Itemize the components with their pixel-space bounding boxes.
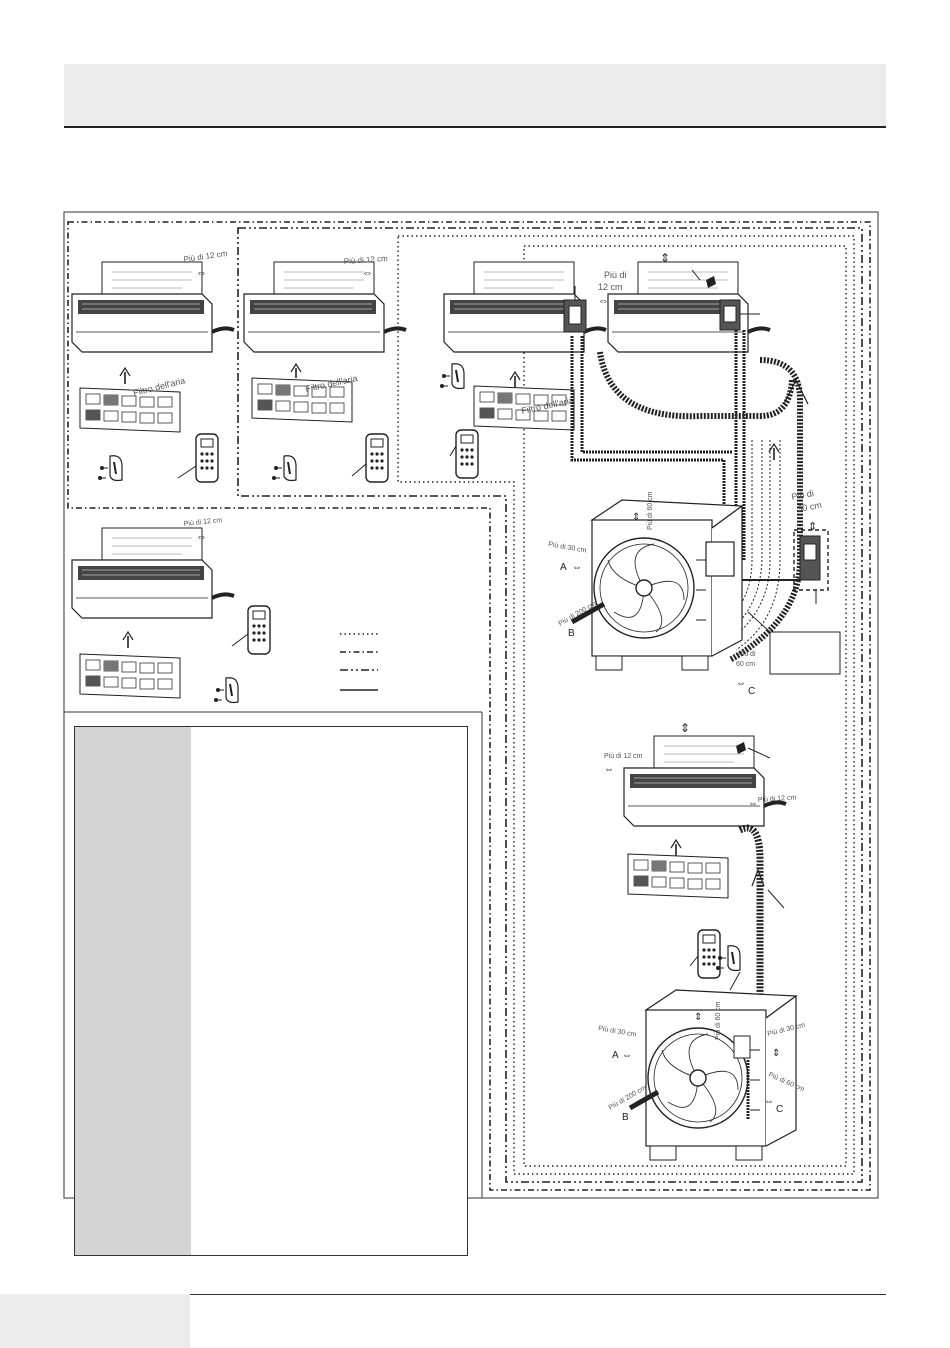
clearance-label-30cm: Più di 30 cm (548, 541, 587, 555)
side-b-label: B (622, 1112, 629, 1123)
side-a-label: A (560, 562, 567, 573)
clearance-label-60cm: Più di 60 cm (715, 1001, 722, 1040)
svg-text:⇔: ⇔ (604, 764, 614, 775)
svg-text:⇔: ⇔ (598, 295, 609, 307)
zone-1-boundary (67, 221, 871, 1191)
footer-rule (190, 1294, 886, 1295)
zone-2-boundary (237, 227, 863, 1183)
notes-side-band (75, 727, 191, 1255)
svg-text:⇔: ⇔ (196, 531, 207, 543)
lower-outdoor-unit: ⇕ Più di 60 cm Più di 30 cm A ⇔ Più di 2… (598, 989, 806, 1161)
panel-4-top-unit: Più di 12 cm ⇔ ⇕ (598, 251, 772, 354)
svg-text:⇔: ⇔ (362, 267, 373, 279)
zone-3-boundary (397, 235, 855, 1175)
svg-text:⇔: ⇔ (196, 267, 207, 279)
clearance-label-12cm: Più di 12 cm (604, 753, 643, 760)
svg-text:⇔: ⇔ (736, 678, 746, 689)
svg-text:⇔: ⇔ (764, 1096, 774, 1107)
panel-2: Più di 12 cm ⇔ Filtro dell'aria (242, 254, 408, 483)
clearance-label-12cm-line1: Più di (604, 270, 627, 280)
footer-tab (0, 1294, 190, 1348)
side-b-label: B (568, 628, 575, 639)
svg-text:⇕: ⇕ (680, 721, 690, 735)
clearance-label-60cm-line2: 60 cm (736, 661, 755, 668)
clearance-label-12cm-line2: 12 cm (598, 282, 623, 292)
zone-4-boundary (523, 245, 847, 1167)
disconnect-switch: Più di 30 cm ⇕ (747, 488, 841, 675)
svg-text:⇕: ⇕ (660, 251, 670, 265)
svg-text:⇔: ⇔ (622, 1050, 632, 1061)
panel-1: Più di 12 cm ⇔ Filtro dell'aria (70, 249, 236, 483)
svg-text:⇔: ⇔ (748, 798, 758, 809)
svg-text:⇕: ⇕ (694, 1012, 702, 1023)
clearance-label-12cm: Più di 12 cm (758, 794, 797, 804)
clearance-label-60cm: Più di 60 cm (647, 491, 654, 530)
line-style-legend (340, 633, 378, 691)
notes-box (74, 726, 468, 1256)
side-c-label: C (748, 686, 755, 697)
panel-5: Più di 12 cm ⇔ (70, 517, 271, 704)
side-a-label: A (612, 1050, 619, 1061)
svg-text:⇕: ⇕ (632, 512, 640, 523)
clearance-label-200cm: Più di 200 cm (608, 1084, 648, 1111)
clearance-label-12cm: Più di 12 cm (183, 249, 228, 264)
clearance-label-30cm-line2: 30 cm (797, 500, 823, 514)
outer-frame (63, 211, 879, 1199)
svg-text:⇕: ⇕ (772, 1048, 780, 1059)
svg-text:⇔: ⇔ (572, 562, 582, 573)
central-outdoor-unit: ⇕ Più di 60 cm Più di 30 cm A ⇔ Più di 2… (548, 491, 756, 697)
clearance-label-12cm: Più di 12 cm (183, 517, 222, 528)
callout-box (769, 631, 841, 675)
panel-3: Filtro dell'aria (439, 260, 608, 479)
clearance-label-60cm-line1: Più di (738, 651, 756, 658)
page-header-band (64, 64, 886, 128)
clearance-label-12cm: Più di 12 cm (344, 254, 389, 266)
clearance-label-30cm: Più di 30 cm (598, 1025, 637, 1039)
clearance-label-30cm-line1: Più di (791, 488, 815, 502)
svg-text:⇕: ⇕ (808, 521, 817, 533)
side-c-label: C (776, 1104, 783, 1115)
